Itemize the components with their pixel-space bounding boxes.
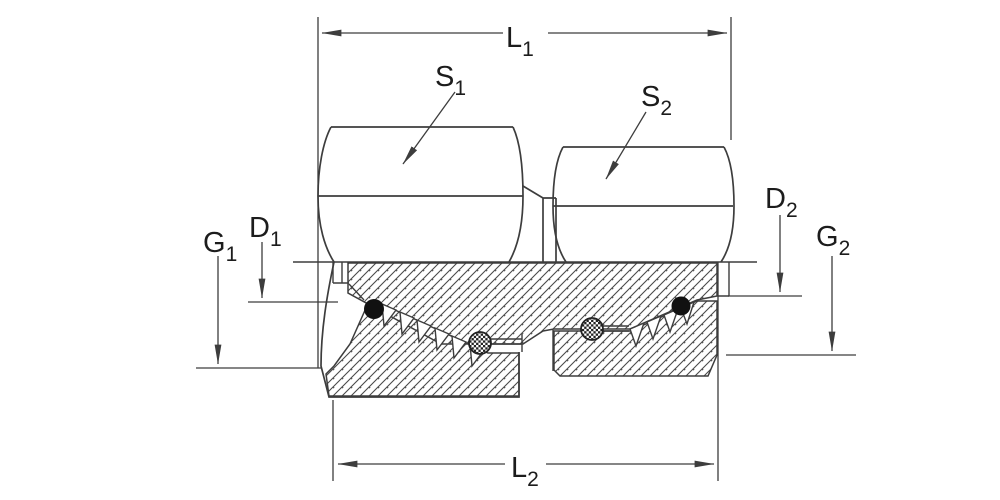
label-l2: L2 (511, 452, 539, 491)
label-d2: D2 (765, 183, 798, 222)
dimension-lines (196, 17, 856, 481)
o-ring-left (364, 299, 384, 319)
seal-ring-right (580, 317, 604, 341)
tube-ends (491, 325, 629, 371)
right-hex-nut (552, 146, 735, 263)
dimension-labels: L1 L2 S1 S2 G1 D1 D2 G2 (203, 22, 850, 491)
thread-teeth-right (629, 300, 696, 349)
seal-ring-left (468, 331, 492, 355)
label-s1: S1 (435, 61, 466, 100)
section-lower-half (320, 261, 730, 398)
right-end-spigot (718, 262, 730, 297)
left-hex-nut (317, 126, 524, 263)
o-ring-right (671, 296, 691, 316)
label-g2: G2 (816, 221, 850, 260)
thread-teeth-left (381, 302, 486, 368)
label-g1: G1 (203, 227, 237, 266)
left-end-step (332, 262, 365, 301)
label-d1: D1 (249, 212, 282, 251)
label-s2: S2 (641, 81, 672, 120)
left-body-outline (320, 261, 520, 398)
center-collar (522, 185, 557, 262)
external-upper-half (293, 126, 757, 263)
s1-leader (402, 91, 456, 165)
s2-leader (605, 111, 647, 180)
label-l1: L1 (506, 22, 534, 61)
